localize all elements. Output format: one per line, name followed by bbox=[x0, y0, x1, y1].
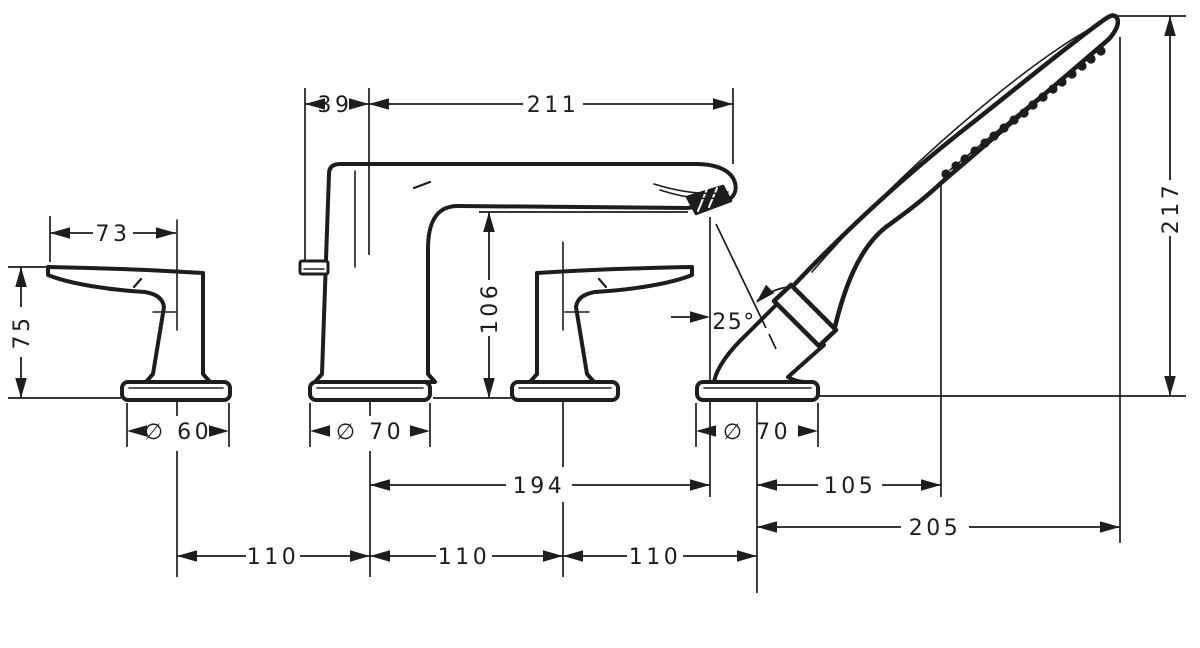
arrowhead bbox=[563, 550, 583, 562]
dim-dia70-shower-label: ∅ 70 bbox=[723, 420, 791, 445]
spray-nozzle-dot bbox=[941, 169, 951, 179]
arrowhead bbox=[690, 479, 710, 491]
arrowhead bbox=[177, 550, 197, 562]
spray-nozzle-dot bbox=[980, 138, 990, 148]
arrowhead bbox=[410, 425, 430, 437]
arrowhead bbox=[798, 425, 818, 437]
dimension-labels: 39 211 73 75 106 25° 217 ∅ 60 ∅ 70 ∅ 70 … bbox=[10, 93, 1184, 570]
arrowhead bbox=[921, 479, 941, 491]
arrowhead bbox=[696, 425, 716, 437]
arrowhead bbox=[1100, 521, 1120, 533]
spray-nozzle-dot bbox=[1096, 46, 1106, 56]
left-handle-outline bbox=[46, 265, 212, 384]
spray-nozzle-dot bbox=[999, 123, 1009, 133]
spray-nozzle-dot bbox=[970, 146, 980, 156]
dim-194-label: 194 bbox=[513, 474, 566, 499]
arrowhead bbox=[369, 98, 389, 110]
dim-dia60-label: ∅ 60 bbox=[144, 420, 212, 445]
dim-39-label: 39 bbox=[318, 93, 353, 118]
spout-outline bbox=[313, 162, 738, 384]
fixture-detail-lines bbox=[128, 25, 1098, 389]
arrowhead bbox=[310, 425, 330, 437]
dim-211-label: 211 bbox=[527, 93, 580, 118]
arrowhead bbox=[1164, 376, 1176, 396]
dim-75-label: 75 bbox=[10, 315, 35, 350]
arrowhead bbox=[50, 227, 70, 239]
right-handle-flange bbox=[510, 380, 620, 402]
shower-wand-outline bbox=[789, 13, 1121, 334]
spout-side-tab bbox=[298, 259, 330, 276]
arrowhead bbox=[713, 98, 733, 110]
arrowhead bbox=[737, 550, 757, 562]
dim-25deg-label: 25° bbox=[712, 310, 756, 335]
arrowhead bbox=[156, 227, 176, 239]
arrowhead bbox=[483, 212, 495, 232]
arrowhead bbox=[1164, 16, 1176, 36]
spray-nozzle-dot bbox=[1009, 115, 1019, 125]
dim-205-label: 205 bbox=[909, 516, 962, 541]
holder-collar bbox=[771, 282, 839, 349]
arrowhead bbox=[15, 378, 27, 398]
arrowhead bbox=[370, 479, 390, 491]
dim-dia70-spout-label: ∅ 70 bbox=[336, 420, 404, 445]
arrowhead bbox=[350, 550, 370, 562]
arrowhead bbox=[483, 378, 495, 398]
lever-index-marks bbox=[132, 180, 608, 289]
dim-217-label: 217 bbox=[1159, 182, 1184, 235]
dim-110-first-label: 110 bbox=[247, 545, 300, 570]
spray-nozzle-dot bbox=[989, 131, 999, 141]
dim-73-label: 73 bbox=[96, 222, 131, 247]
left-handle-flange bbox=[120, 380, 232, 402]
arrowhead bbox=[15, 267, 27, 287]
extension-lines bbox=[8, 15, 1186, 593]
holder-flange bbox=[695, 380, 820, 402]
right-handle-outline bbox=[528, 265, 694, 384]
dim-110-second-label: 110 bbox=[438, 545, 491, 570]
fixture-group bbox=[46, 13, 1121, 402]
arrowhead bbox=[543, 550, 563, 562]
left-handle bbox=[46, 265, 232, 402]
dim-110-third-label: 110 bbox=[629, 545, 682, 570]
spray-nozzles bbox=[941, 46, 1106, 179]
right-handle bbox=[510, 265, 694, 402]
arrowhead bbox=[757, 521, 777, 533]
hand-shower bbox=[695, 13, 1121, 402]
spray-nozzle-dot bbox=[1077, 61, 1087, 71]
spout-flange bbox=[308, 380, 432, 402]
dim-105-label: 105 bbox=[824, 474, 877, 499]
arrowhead bbox=[690, 311, 710, 323]
dim-106-label: 106 bbox=[478, 282, 503, 335]
arrowhead bbox=[370, 550, 390, 562]
arrowhead bbox=[757, 479, 777, 491]
dimension-group: 39 211 73 75 106 25° 217 ∅ 60 ∅ 70 ∅ 70 … bbox=[8, 15, 1186, 593]
spray-nozzle-dot bbox=[1067, 69, 1077, 79]
